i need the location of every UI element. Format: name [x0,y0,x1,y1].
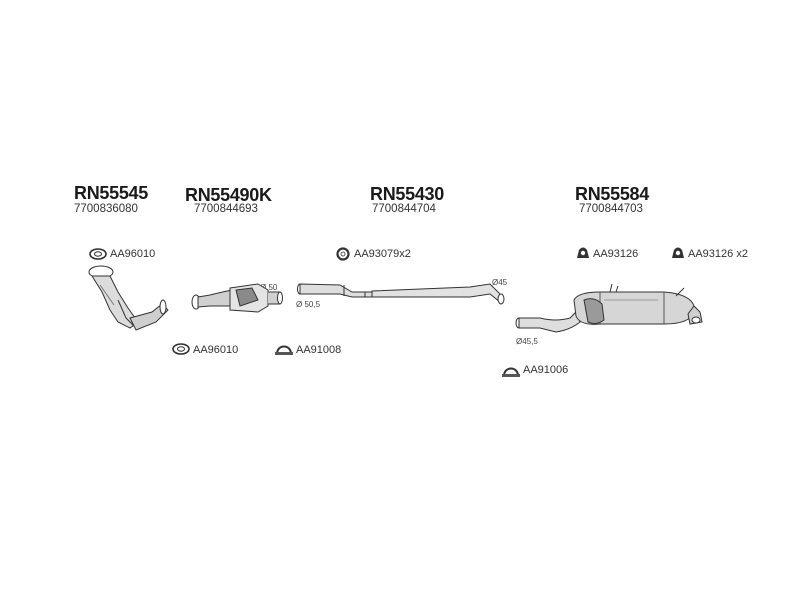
pipe-clamp-icon [501,362,521,378]
accessory-label-clamp-91006: AA91006 [523,364,569,376]
part-code-catalyst: RN55490K [185,185,272,205]
gasket-ring-icon [89,248,107,260]
dimension-mid-outlet: Ø45 [492,278,508,287]
dimension-rear-inlet: Ø45,5 [516,337,538,346]
front-pipe-drawing [88,265,169,331]
part-code-front-pipe: RN55545 [74,183,148,203]
oem-number-front-pipe: 7700836080 [74,203,138,215]
middle-pipe-drawing [297,283,505,305]
catalyst-drawing [191,283,283,313]
oem-number-catalyst: 7700844693 [194,203,258,215]
oem-number-rear-silencer: 7700844703 [579,203,643,215]
part-code-rear-silencer: RN55584 [575,184,649,204]
accessory-label-seal-93079: AA93079x2 [354,248,411,260]
accessory-label-gasket-lower: AA96010 [193,344,239,356]
rubber-hanger-icon [670,244,686,260]
rear-silencer-drawing [515,283,703,333]
accessory-label-hanger-2: AA93126 x2 [688,248,748,260]
gasket-ring-icon [172,343,190,355]
accessory-label-clamp-91008: AA91008 [296,344,342,356]
part-code-middle-pipe: RN55430 [370,184,444,204]
pipe-clamp-icon [274,340,294,356]
rubber-hanger-icon [575,244,591,260]
dimension-cat-outlet: Ø 50 [260,283,278,292]
accessory-label-hanger-1: AA93126 [593,248,639,260]
seal-ring-icon [336,247,350,261]
accessory-label-gasket-front: AA96010 [110,248,156,260]
dimension-mid-inlet: Ø 50,5 [296,300,321,309]
oem-number-middle-pipe: 7700844704 [372,203,436,215]
